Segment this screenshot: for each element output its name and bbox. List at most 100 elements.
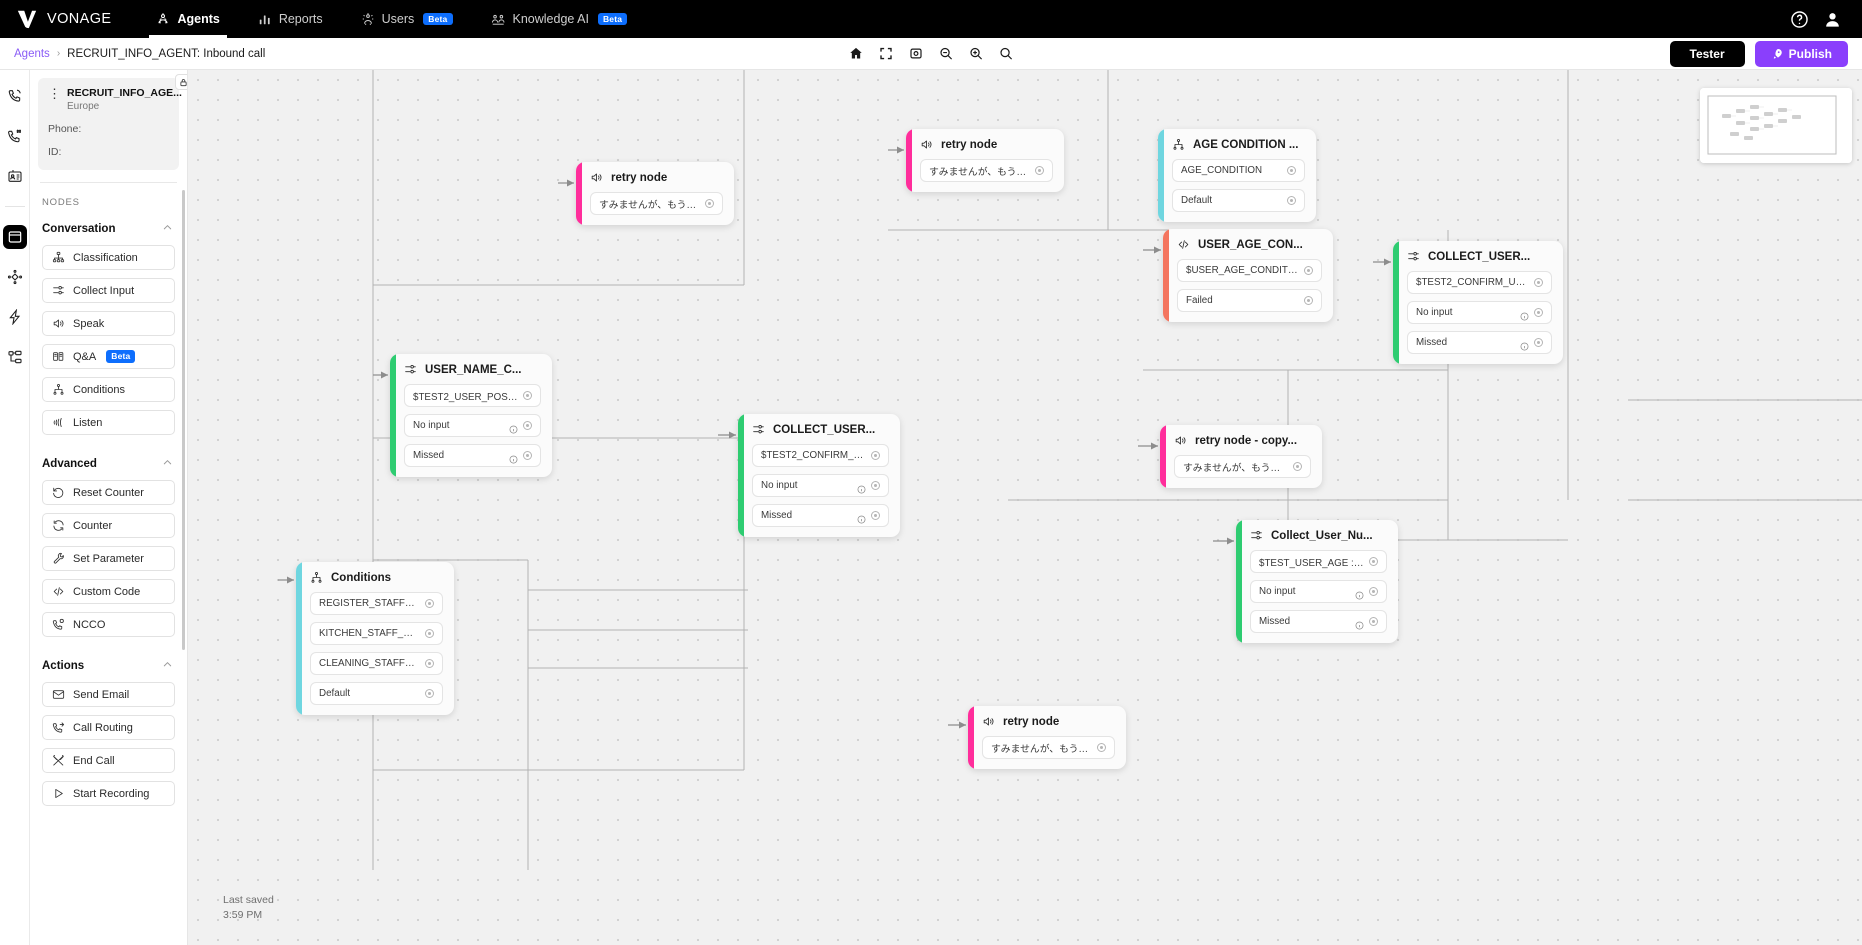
- node-row-port[interactable]: [705, 199, 714, 208]
- info-icon[interactable]: [1520, 308, 1529, 321]
- nav-item-users[interactable]: Users Beta: [342, 0, 472, 38]
- node-group-header-actions[interactable]: Actions: [30, 645, 187, 682]
- node-row-port[interactable]: [1369, 557, 1378, 566]
- rail-item-lightning[interactable]: [3, 305, 27, 329]
- node-palette-item-end-call[interactable]: End Call: [42, 748, 175, 774]
- rail-item-tree-list[interactable]: [3, 345, 27, 369]
- node-row[interactable]: $TEST2_USER_POSITION : 申し...: [404, 384, 541, 407]
- node-row[interactable]: すみませんが、もう一度お願い...: [920, 159, 1053, 182]
- kebab-menu-icon[interactable]: ⋮: [48, 86, 61, 101]
- node-row[interactable]: Missed: [1250, 610, 1387, 633]
- node-group-header-conversation[interactable]: Conversation: [30, 208, 187, 245]
- node-row[interactable]: すみませんが、もう一度お願い...: [982, 736, 1115, 759]
- node-row-port[interactable]: [1293, 462, 1302, 471]
- node-row-port[interactable]: [1035, 166, 1044, 175]
- rail-item-node-graph[interactable]: [3, 265, 27, 289]
- node-row-port[interactable]: [425, 659, 434, 668]
- node-row-port[interactable]: [1097, 743, 1106, 752]
- flow-node-retry-copy[interactable]: retry node - copy...すみませんが、もう一度お願い...: [1160, 425, 1322, 488]
- node-row[interactable]: $TEST2_CONFIRM_USER_ANS...: [752, 444, 889, 467]
- publish-button[interactable]: Publish: [1754, 40, 1848, 67]
- node-row[interactable]: Default: [1172, 189, 1305, 212]
- nav-item-reports[interactable]: Reports: [239, 0, 342, 38]
- node-palette-item-ncco[interactable]: NCCO: [42, 612, 175, 638]
- flow-node-collect-user-nu[interactable]: Collect_User_Nu...$TEST_USER_AGE : 次に、ご年…: [1236, 520, 1398, 643]
- node-palette-item-counter[interactable]: Counter: [42, 513, 175, 539]
- node-row[interactable]: Missed: [404, 444, 541, 467]
- rail-item-id-card[interactable]: [3, 164, 27, 188]
- node-row-port[interactable]: [1534, 308, 1543, 317]
- flow-node-user-name-c[interactable]: USER_NAME_C...$TEST2_USER_POSITION : 申し.…: [390, 354, 552, 477]
- node-row-port[interactable]: [1304, 266, 1313, 275]
- node-palette-item-listen[interactable]: Listen: [42, 410, 175, 436]
- node-row-port[interactable]: [1369, 617, 1378, 626]
- node-row[interactable]: CLEANING_STAFF_CONDITION: [310, 652, 443, 675]
- tester-button[interactable]: Tester: [1669, 40, 1745, 67]
- zoom-out-button[interactable]: [936, 43, 957, 64]
- flow-node-retry-2[interactable]: retry nodeすみませんが、もう一度お願い...: [906, 129, 1064, 192]
- focus-target-button[interactable]: [906, 43, 927, 64]
- node-row-port[interactable]: [1534, 278, 1543, 287]
- flow-node-collect-user-right[interactable]: COLLECT_USER...$TEST2_CONFIRM_USER_ANS..…: [1393, 241, 1563, 364]
- lock-panel-button[interactable]: [175, 74, 187, 90]
- info-icon[interactable]: [1355, 617, 1364, 630]
- node-palette-item-send-email[interactable]: Send Email: [42, 682, 175, 708]
- node-row-port[interactable]: [871, 451, 880, 460]
- node-row[interactable]: $USER_AGE_CONDITION_CHE...: [1177, 259, 1322, 282]
- node-palette-item-collect-input[interactable]: Collect Input: [42, 278, 175, 304]
- nav-item-agents[interactable]: Agents: [137, 0, 238, 38]
- chevron-up-icon[interactable]: [162, 657, 173, 675]
- node-row[interactable]: Failed: [1177, 289, 1322, 312]
- node-row-port[interactable]: [523, 421, 532, 430]
- search-button[interactable]: [996, 43, 1017, 64]
- node-row[interactable]: No input: [1407, 301, 1552, 324]
- flow-node-user-age-con[interactable]: USER_AGE_CON...$USER_AGE_CONDITION_CHE..…: [1163, 229, 1333, 322]
- node-row[interactable]: KITCHEN_STAFF_CONDITION: [310, 622, 443, 645]
- breadcrumb-agents-link[interactable]: Agents: [14, 47, 50, 60]
- node-palette-item-speak[interactable]: Speak: [42, 311, 175, 337]
- chevron-up-icon[interactable]: [162, 220, 173, 238]
- flow-node-conditions-node[interactable]: ConditionsREGISTER_STAFF_CONDITIONKITCHE…: [296, 562, 454, 715]
- node-palette-item-custom-code[interactable]: Custom Code: [42, 579, 175, 605]
- node-row[interactable]: Missed: [1407, 331, 1552, 354]
- info-icon[interactable]: [1355, 587, 1364, 600]
- node-row-port[interactable]: [871, 481, 880, 490]
- node-row[interactable]: No input: [752, 474, 889, 497]
- node-palette-item-start-recording[interactable]: Start Recording: [42, 781, 175, 807]
- node-row[interactable]: AGE_CONDITION: [1172, 159, 1305, 182]
- node-row-port[interactable]: [1287, 196, 1296, 205]
- node-row-port[interactable]: [1287, 166, 1296, 175]
- user-account-icon[interactable]: [1823, 10, 1842, 29]
- panel-scrollbar[interactable]: [182, 190, 185, 650]
- nav-item-knowledge-ai[interactable]: Knowledge AI Beta: [472, 0, 647, 38]
- help-circle-icon[interactable]: [1790, 10, 1809, 29]
- node-row[interactable]: Missed: [752, 504, 889, 527]
- info-icon[interactable]: [1520, 338, 1529, 351]
- node-row-port[interactable]: [425, 599, 434, 608]
- node-palette-item-set-parameter[interactable]: Set Parameter: [42, 546, 175, 572]
- info-icon[interactable]: [857, 481, 866, 494]
- node-row-port[interactable]: [523, 391, 532, 400]
- node-row-port[interactable]: [425, 629, 434, 638]
- vonage-logo[interactable]: VONAGE: [0, 0, 137, 38]
- node-palette-item-conditions[interactable]: Conditions: [42, 377, 175, 403]
- node-row-port[interactable]: [871, 511, 880, 520]
- node-palette-item-classification[interactable]: Classification: [42, 245, 175, 271]
- info-icon[interactable]: [509, 451, 518, 464]
- node-palette-item-call-routing[interactable]: Call Routing: [42, 715, 175, 741]
- node-row[interactable]: $TEST_USER_AGE : 次に、ご年...: [1250, 550, 1387, 573]
- flow-node-collect-user-mid[interactable]: COLLECT_USER...$TEST2_CONFIRM_USER_ANS..…: [738, 414, 900, 537]
- node-row[interactable]: REGISTER_STAFF_CONDITION: [310, 592, 443, 615]
- flow-node-retry-3[interactable]: retry nodeすみませんが、もう一度お願い...: [968, 706, 1126, 769]
- home-button[interactable]: [846, 43, 867, 64]
- canvas-minimap[interactable]: [1700, 88, 1852, 163]
- flow-node-retry-1[interactable]: retry nodeすみませんが、もう一度お願い...: [576, 162, 734, 225]
- node-row-port[interactable]: [1534, 338, 1543, 347]
- info-icon[interactable]: [857, 511, 866, 524]
- node-row-port[interactable]: [1369, 587, 1378, 596]
- rail-item-canvas-panel[interactable]: [2, 225, 27, 249]
- fit-screen-button[interactable]: [876, 43, 897, 64]
- rail-item-phone-call[interactable]: [3, 84, 27, 108]
